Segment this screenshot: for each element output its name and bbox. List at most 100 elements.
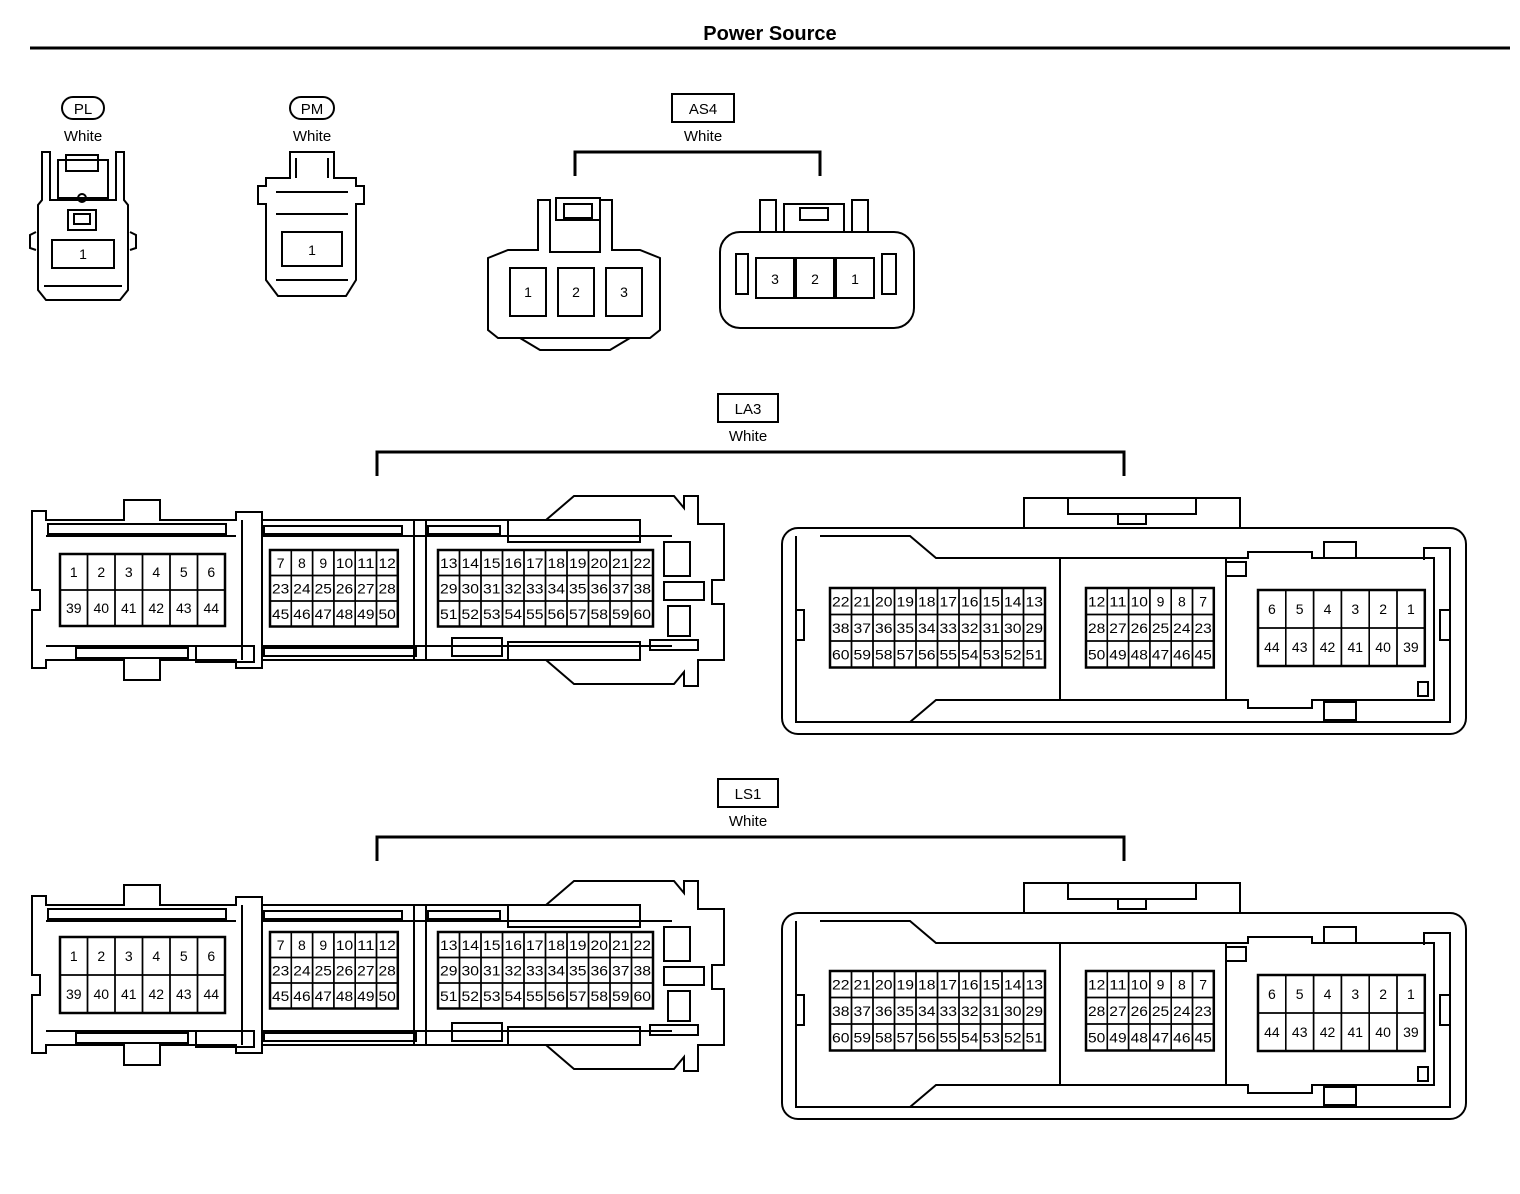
pin-label: 28 xyxy=(1088,1003,1106,1019)
pin-label: 11 xyxy=(1109,976,1127,992)
pin-label: 22 xyxy=(832,976,850,992)
pin-label: 27 xyxy=(1109,1003,1127,1019)
pin-label: 9 xyxy=(1157,593,1165,609)
left-shell-port xyxy=(663,926,691,962)
pin-label: 36 xyxy=(875,1003,893,1019)
pin-label: 25 xyxy=(315,580,333,596)
pin-label: 38 xyxy=(832,620,850,636)
connector-as4-code: AS4 xyxy=(689,101,717,118)
pin-label: 55 xyxy=(526,606,544,622)
pin-label: 24 xyxy=(1173,1003,1191,1019)
connector-pm-pin-1-label: 1 xyxy=(308,242,316,258)
connector-la3-tag xyxy=(717,393,779,423)
left-shell-port xyxy=(667,605,691,637)
connector-as4-left-body xyxy=(487,197,661,351)
pin-label: 13 xyxy=(440,555,458,571)
left-shell-port xyxy=(649,1024,699,1036)
pin-label: 59 xyxy=(854,1029,872,1045)
pin-label: 58 xyxy=(875,1029,893,1045)
pin-label: 48 xyxy=(336,606,354,622)
pin-cell xyxy=(1396,627,1426,667)
pin-label: 11 xyxy=(1109,593,1127,609)
left-shell-latch-bar xyxy=(75,1032,189,1044)
pin-label: 16 xyxy=(505,555,523,571)
pin-label: 17 xyxy=(940,593,958,609)
pin-cell xyxy=(196,589,226,627)
pin-label: 3 xyxy=(125,564,133,580)
pin-label: 49 xyxy=(1109,646,1127,662)
pin-label: 4 xyxy=(1324,601,1332,617)
pin-label: 28 xyxy=(379,580,397,596)
pin-label: 59 xyxy=(612,988,630,1004)
pin-label: 38 xyxy=(832,1003,850,1019)
pin-label: 40 xyxy=(1375,1024,1391,1040)
connector-as4-right-pin-2 xyxy=(795,257,835,299)
pin-label: 19 xyxy=(897,976,915,992)
pin-label: 50 xyxy=(379,606,397,622)
right-shell-key xyxy=(1225,946,1247,962)
pin-label: 21 xyxy=(612,555,630,571)
pin-label: 6 xyxy=(207,564,215,580)
left-shell-key xyxy=(451,1022,503,1042)
pin-cell xyxy=(1191,1023,1215,1052)
connector-pl-body xyxy=(29,151,137,301)
pin-label: 1 xyxy=(1407,986,1415,1002)
left-shell-rails xyxy=(46,535,672,647)
left-shell-port xyxy=(663,581,705,601)
pin-label: 35 xyxy=(569,580,587,596)
pin-label: 60 xyxy=(634,988,652,1004)
pin-label: 13 xyxy=(1026,976,1044,992)
pin-label: 27 xyxy=(357,580,375,596)
connector-as4-left-pin-3 xyxy=(605,267,643,317)
pin-label: 20 xyxy=(591,555,609,571)
pin-label: 42 xyxy=(148,600,164,616)
pin-label: 46 xyxy=(1173,1029,1191,1045)
pin-label: 44 xyxy=(1264,1024,1280,1040)
pin-label: 1 xyxy=(70,564,78,580)
pin-label: 51 xyxy=(440,606,458,622)
pin-label: 16 xyxy=(505,937,523,953)
left-shell-port xyxy=(663,541,691,577)
left-shell-key xyxy=(451,637,503,657)
pin-label: 7 xyxy=(277,937,285,953)
pin-label: 15 xyxy=(483,555,501,571)
pin-label: 55 xyxy=(526,988,544,1004)
pin-label: 16 xyxy=(961,593,979,609)
pin-label: 10 xyxy=(336,937,354,953)
connector-ls1-code: LS1 xyxy=(735,786,762,803)
pin-label: 34 xyxy=(918,620,936,636)
pin-label: 1 xyxy=(1407,601,1415,617)
page-title: Power Source xyxy=(703,23,836,45)
connector-ls1-color: White xyxy=(729,813,767,830)
pin-label: 37 xyxy=(854,620,872,636)
pin-label: 9 xyxy=(319,555,327,571)
connector-pl-color: White xyxy=(64,128,102,145)
left-shell-outline xyxy=(31,880,725,1072)
pin-label: 10 xyxy=(336,555,354,571)
pin-label: 3 xyxy=(1351,986,1359,1002)
pin-label: 35 xyxy=(569,962,587,978)
pin-label: 30 xyxy=(462,962,480,978)
pin-label: 57 xyxy=(897,646,915,662)
pin-label: 14 xyxy=(1004,976,1022,992)
pin-label: 23 xyxy=(1195,620,1213,636)
pin-label: 30 xyxy=(1004,620,1022,636)
pin-label: 53 xyxy=(483,606,501,622)
pin-cell xyxy=(630,600,654,628)
connector-ls1-shells xyxy=(31,880,1467,1120)
pin-label: 27 xyxy=(357,962,375,978)
pin-label: 43 xyxy=(1292,1024,1308,1040)
pin-label: 21 xyxy=(612,937,630,953)
pin-label: 24 xyxy=(1173,620,1191,636)
pin-label: 7 xyxy=(1199,593,1207,609)
pin-label: 41 xyxy=(1348,1024,1364,1040)
